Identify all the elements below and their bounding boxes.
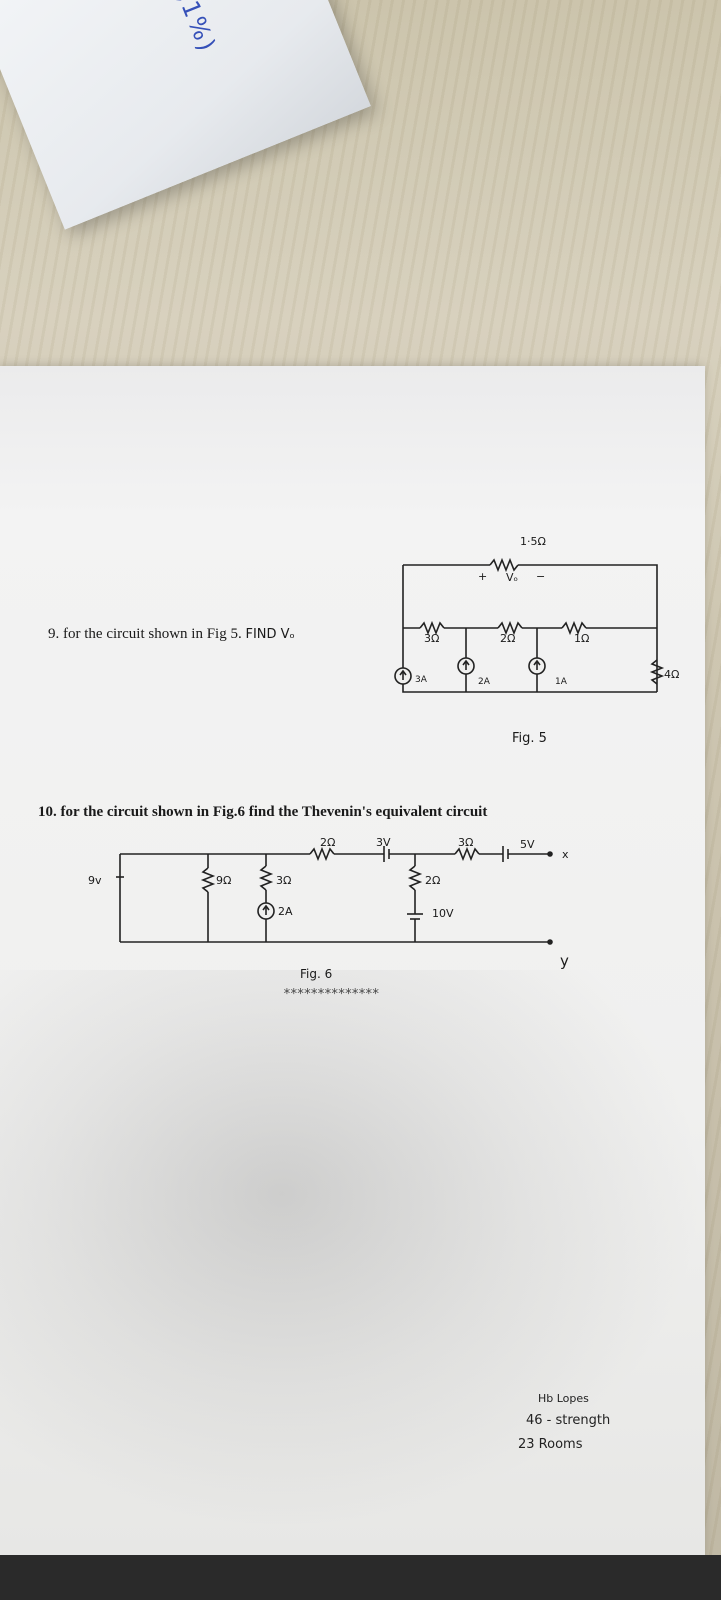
question-10-text: for the circuit shown in Fig.6 find the … xyxy=(60,804,488,820)
fig5-src1: 3A xyxy=(415,675,428,685)
fig5-src2: 2A xyxy=(478,677,491,687)
fig6-v-top2: 5V xyxy=(520,838,535,851)
note-line-1: Hb Lopes xyxy=(538,1392,589,1405)
note-line-3: 23 Rooms xyxy=(518,1437,583,1452)
bottom-dark-edge xyxy=(0,1555,721,1600)
fig6-stars: ************** xyxy=(283,987,380,1002)
fig6-r3: 2Ω xyxy=(425,874,440,887)
fig6-node-x: x xyxy=(562,848,569,861)
fig5-src3: 1A xyxy=(555,677,568,687)
fig6-src: 2A xyxy=(278,905,293,918)
fig6-v-right: 10V xyxy=(432,907,454,920)
fig5-r-top: 1·5Ω xyxy=(520,535,546,548)
question-10: 10. for the circuit shown in Fig.6 find … xyxy=(38,804,487,821)
fig5-vo-plus: + xyxy=(478,570,487,583)
fig5-caption: Fig. 5 xyxy=(512,731,547,746)
fig6-r2: 3Ω xyxy=(276,874,291,887)
fig6-r-top2: 3Ω xyxy=(458,836,473,849)
exam-paper xyxy=(0,366,705,1600)
fig5-r1: 3Ω xyxy=(424,632,439,645)
note-line-2: 46 - strength xyxy=(526,1413,611,1428)
fig5-r3: 1Ω xyxy=(574,632,589,645)
fig6-r1: 9Ω xyxy=(216,874,231,887)
hand-shadow xyxy=(0,970,705,1530)
question-9-handwritten: FIND Vₒ xyxy=(245,627,295,642)
fig6-v-top1: 3V xyxy=(376,836,391,849)
question-9-text: for the circuit shown in Fig 5. xyxy=(63,626,242,642)
fig6-v-left: 9v xyxy=(88,874,102,887)
question-9-number: 9. xyxy=(48,626,60,642)
fig6-node-y: y xyxy=(560,952,569,970)
question-9: 9. for the circuit shown in Fig 5. FIND … xyxy=(48,626,295,643)
fig6-r-top1: 2Ω xyxy=(320,836,335,849)
question-10-number: 10. xyxy=(38,804,57,820)
fig5-r2: 2Ω xyxy=(500,632,515,645)
fig5-vo-label: Vₒ xyxy=(506,571,518,584)
fig5-r4: 4Ω xyxy=(664,668,679,681)
fig6-caption: Fig. 6 xyxy=(300,967,332,981)
fig5-vo-minus: − xyxy=(536,570,545,583)
